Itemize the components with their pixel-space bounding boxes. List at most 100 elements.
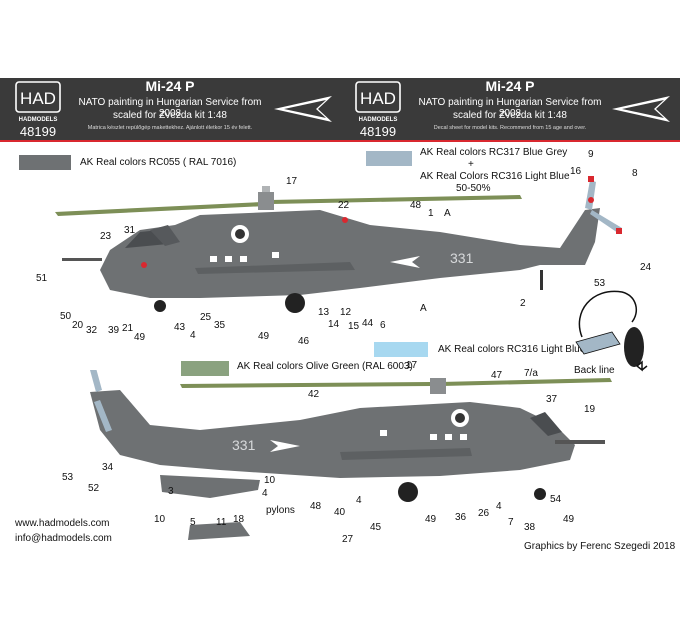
- hadmodels-logo: HAD HADMODELS 48199: [355, 81, 401, 138]
- decal-number-label: 50: [60, 311, 72, 322]
- decal-number-label: 49: [425, 514, 437, 525]
- decal-number-label: 20: [72, 320, 84, 331]
- decal-number-label: 8: [632, 168, 638, 179]
- tail-number: 331: [450, 250, 474, 266]
- decal-number-label: 34: [102, 462, 114, 473]
- rotor-blade: [440, 378, 612, 386]
- email-link[interactable]: info@hadmodels.com: [15, 533, 112, 544]
- decal-number-label: 5: [190, 517, 196, 528]
- canopy-front: [530, 412, 562, 436]
- rotor-head: [430, 378, 446, 394]
- decal-number-label: 53: [62, 472, 74, 483]
- decal-number-label: 31: [124, 225, 136, 236]
- svg-text:HADMODELS: HADMODELS: [359, 117, 398, 123]
- rotor-blade: [270, 195, 522, 204]
- tail-number: 331: [232, 437, 256, 453]
- decal-number-label: 3: [168, 486, 174, 497]
- decal-number-label: 7/a: [524, 368, 538, 379]
- decal-number-label: 13: [318, 307, 330, 318]
- side-view-left-profile: 331: [55, 176, 622, 313]
- decal-number-label: 47: [491, 370, 503, 381]
- back-line-label: Back line: [574, 365, 615, 376]
- helicopter-fuselage: [90, 390, 575, 478]
- tail-skid: [540, 270, 543, 290]
- decal-number-label: A: [420, 303, 427, 314]
- swatch-rc316-light-blue: [374, 342, 428, 357]
- decal-number-label: 4: [190, 330, 196, 341]
- stub-wing: [340, 448, 472, 460]
- svg-text:HAD: HAD: [360, 89, 396, 108]
- decal-number-label: 6: [380, 320, 386, 331]
- decal-number-label: 25: [200, 312, 212, 323]
- nato-chevron: [270, 440, 300, 452]
- decal-number-label: 14: [328, 319, 340, 330]
- swatch-label-rc316b: AK Real colors RC316 Light Blue: [438, 344, 586, 355]
- decal-number-label: 37: [546, 394, 558, 405]
- nose-gun: [555, 440, 605, 444]
- decal-number-label: 4: [356, 495, 362, 506]
- pylon-shape: [160, 475, 260, 498]
- decal-number-label: 21: [122, 323, 134, 334]
- decal-number-label: 40: [334, 507, 346, 518]
- pylon-shape: [188, 522, 250, 540]
- decal-number-label: 39: [108, 325, 120, 336]
- decal-number-label: 36: [455, 512, 467, 523]
- decal-number-label: 4: [496, 501, 502, 512]
- decal-number-label: 12: [340, 307, 352, 318]
- decal-number-label: 7: [508, 517, 514, 528]
- decal-number-label: 17: [406, 360, 418, 371]
- decal-number-label: 19: [584, 404, 596, 415]
- decal-number-label: 32: [86, 325, 98, 336]
- website-link[interactable]: www.hadmodels.com: [15, 518, 110, 529]
- swatch-label-rc317: AK Real colors RC317 Blue Grey: [420, 147, 568, 158]
- decal-number-label: 16: [570, 166, 582, 177]
- decal-number-label: 17: [286, 176, 298, 187]
- product-title: Mi-24 P: [145, 78, 195, 94]
- rotor-blade: [55, 202, 266, 216]
- decal-number-label: 46: [298, 336, 310, 347]
- swatch-rc055: [19, 155, 71, 170]
- hadmodels-logo: HAD HADMODELS 48199: [15, 81, 61, 138]
- swatch-label-plus: +: [468, 159, 474, 170]
- helicopter-fuselage: [100, 208, 600, 298]
- decal-number-label: 49: [258, 331, 270, 342]
- tail-rotor-blade: [90, 370, 102, 392]
- header-right: HAD HADMODELS 48199 Mi-24 P NATO paintin…: [340, 78, 680, 140]
- decal-number-label: 11: [216, 517, 227, 528]
- decal-number-label: 43: [174, 322, 186, 333]
- decal-number-label: 10: [264, 475, 276, 486]
- swatch-label-rc055: AK Real colors RC055 ( RAL 7016): [80, 157, 237, 168]
- chevron-emblem: [274, 96, 332, 122]
- header-red-line: [0, 140, 680, 142]
- nose-gun: [62, 258, 102, 261]
- decal-number-label: 51: [36, 273, 48, 284]
- stub-wing: [195, 262, 355, 274]
- decal-number-label: 38: [524, 522, 536, 533]
- decal-number-label: 2: [520, 298, 526, 309]
- header-note: Decal sheet for model kits. Recommend fr…: [433, 125, 587, 131]
- graphics-credit: Graphics by Ferenc Szegedi 2018: [524, 541, 676, 552]
- pylon-detail-drawing: [160, 475, 260, 540]
- chevron-emblem: [612, 96, 670, 122]
- svg-text:HAD: HAD: [20, 89, 56, 108]
- decal-number-label: 54: [550, 494, 562, 505]
- swatch-rc317-rc316-mix: [366, 151, 412, 166]
- svg-text:48199: 48199: [360, 124, 396, 138]
- tail-rotor-blade: [590, 210, 622, 233]
- main-wheel: [398, 482, 418, 502]
- tail-rotor-blade: [585, 180, 596, 210]
- rotor-mast-top: [262, 186, 270, 192]
- swatch-label-mix: 50-50%: [456, 183, 491, 194]
- wheel-icon: [624, 327, 644, 367]
- decal-number-label: 4: [262, 488, 268, 499]
- header-line2: scaled for Zvezda kit 1:48: [453, 110, 567, 121]
- decal-number-label: 1: [428, 208, 434, 219]
- decal-number-label: 27: [342, 534, 354, 545]
- decal-number-label: 48: [310, 501, 322, 512]
- nose-wheel: [154, 300, 166, 312]
- svg-text:48199: 48199: [20, 124, 56, 138]
- decal-number-label: 26: [478, 508, 490, 519]
- decal-number-label: 45: [370, 522, 382, 533]
- product-title: Mi-24 P: [485, 78, 535, 94]
- decal-number-label: 18: [233, 514, 245, 525]
